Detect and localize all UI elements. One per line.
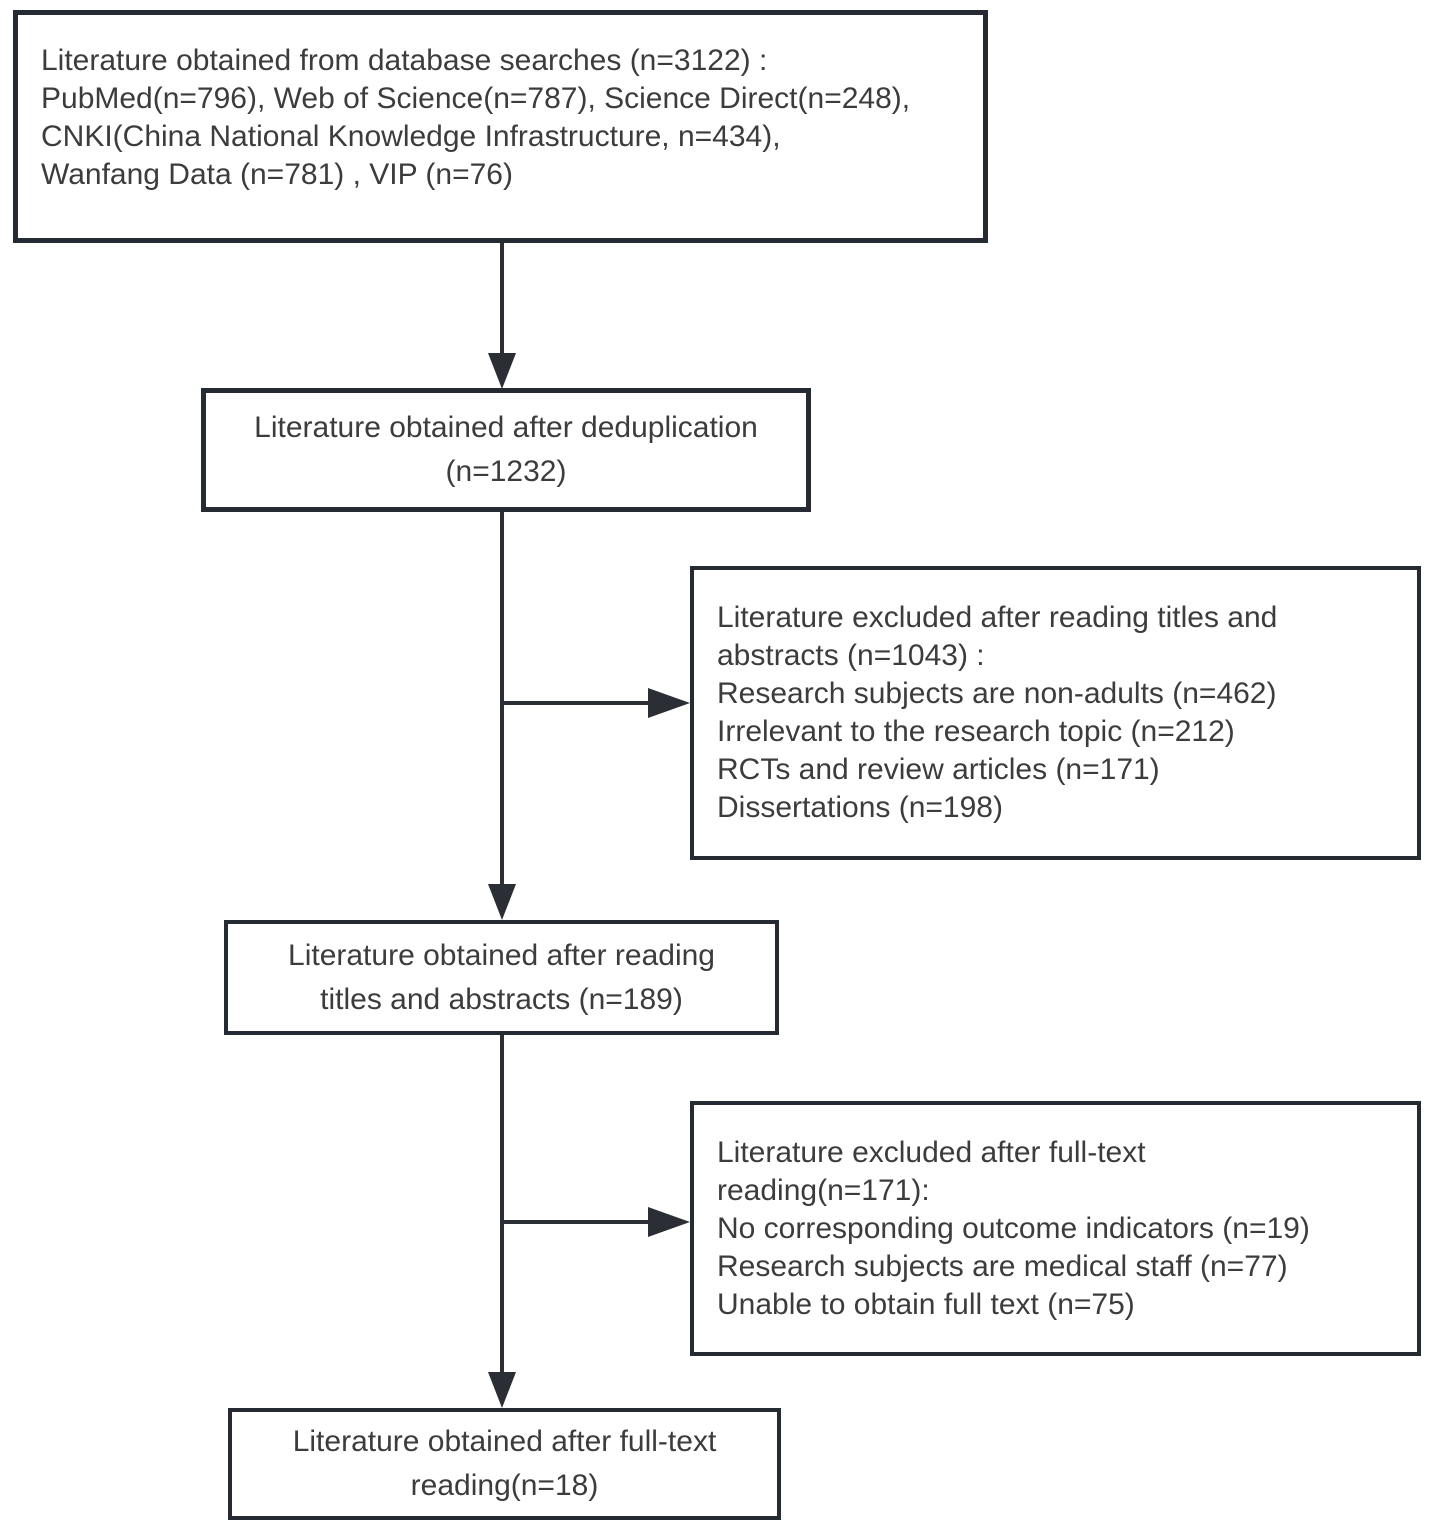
arrow-dedup-to-abstract-line — [500, 512, 504, 884]
box-excluded-fulltext: Literature excluded after full-text read… — [690, 1101, 1421, 1356]
box-excluded-fulltext-line: reading(n=171): — [717, 1173, 930, 1207]
box-excluded-titles-abstracts: Literature excluded after reading titles… — [690, 566, 1421, 860]
box-titles-abstracts: Literature obtained after reading titles… — [224, 920, 779, 1035]
box-fulltext-line: Literature obtained after full-text — [292, 1425, 717, 1458]
arrow-abstract-to-fulltext-head — [488, 1372, 516, 1408]
box-excluded-fulltext-line: Research subjects are medical staff (n=7… — [717, 1249, 1288, 1283]
box-excluded-titles-abstracts-line: Literature excluded after reading titles… — [717, 601, 1278, 634]
arrow-abstract-to-fulltext-line — [500, 1035, 504, 1372]
arrow-to-excluded-abstract-line — [502, 701, 650, 705]
arrow-dedup-to-abstract-head — [488, 884, 516, 920]
box-database-searches-line: Wanfang Data (n=781) , VIP (n=76) — [41, 158, 513, 191]
box-deduplication-line: (n=1232) — [445, 455, 567, 488]
box-database-searches: Literature obtained from database search… — [13, 10, 988, 243]
arrow-search-to-dedup-line — [500, 243, 504, 354]
box-excluded-titles-abstracts-line: Research subjects are non-adults (n=462) — [717, 677, 1277, 710]
box-deduplication-line: Literature obtained after deduplication — [254, 411, 758, 444]
box-excluded-fulltext-line: No corresponding outcome indicators (n=1… — [717, 1211, 1310, 1245]
arrow-to-excluded-fulltext-head — [648, 1207, 690, 1237]
box-excluded-titles-abstracts-line: Dissertations (n=198) — [717, 791, 1003, 824]
box-excluded-titles-abstracts-line: Irrelevant to the research topic (n=212) — [717, 715, 1235, 748]
box-database-searches-line: PubMed(n=796), Web of Science(n=787), Sc… — [41, 82, 911, 115]
box-fulltext: Literature obtained after full-text read… — [228, 1408, 781, 1520]
box-titles-abstracts-line: titles and abstracts (n=189) — [320, 982, 683, 1016]
box-database-searches-line: CNKI(China National Knowledge Infrastruc… — [41, 120, 781, 153]
arrow-search-to-dedup-head — [488, 353, 516, 389]
arrow-to-excluded-fulltext-line — [502, 1220, 650, 1224]
box-excluded-titles-abstracts-line: abstracts (n=1043) : — [717, 639, 985, 672]
box-excluded-fulltext-line: Literature excluded after full-text — [717, 1135, 1146, 1169]
box-excluded-fulltext-line: Unable to obtain full text (n=75) — [717, 1287, 1135, 1321]
box-fulltext-line: reading(n=18) — [410, 1469, 599, 1502]
box-database-searches-line: Literature obtained from database search… — [41, 44, 768, 77]
box-excluded-titles-abstracts-line: RCTs and review articles (n=171) — [717, 753, 1160, 786]
box-titles-abstracts-line: Literature obtained after reading — [288, 938, 715, 972]
arrow-to-excluded-abstract-head — [648, 688, 690, 718]
box-deduplication: Literature obtained after deduplication … — [201, 388, 811, 512]
